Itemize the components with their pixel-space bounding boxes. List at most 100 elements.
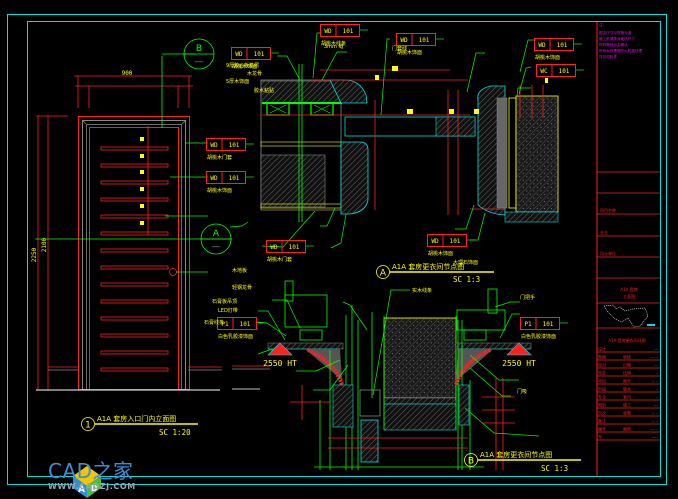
title-block-row: 校对日期--- <box>598 362 659 368</box>
material-number: 101 <box>289 244 300 251</box>
svg-text:图别: 图别 <box>598 402 606 408</box>
title-block-row: 制图审核--- -- <box>598 354 659 360</box>
section-marker-a[interactable]: A — <box>200 223 232 255</box>
view-title-1: 1 A1A 套房入口门内立面图 SC 1:20 <box>81 414 198 437</box>
material-code: WD <box>210 142 218 149</box>
material-tag[interactable]: WD 101 胡桃木门套 <box>266 240 315 263</box>
material-note: 胡桃木饰面 <box>397 49 422 56</box>
svg-text:审核: 审核 <box>623 354 631 360</box>
view-title-b: B A1A 套房更衣间节点图 SC 1:3 <box>464 450 581 473</box>
door-louver <box>100 146 169 151</box>
title-block-row: 阶段版本-- <box>598 386 659 392</box>
notes-title: 注： <box>599 22 606 27</box>
title-block-row: 编号图纸--- -- <box>598 426 659 432</box>
svg-text:编号: 编号 <box>598 426 606 432</box>
tb-sheet-title: A1A 套房更衣间详图 <box>608 337 645 343</box>
svg-text:图号: 图号 <box>623 378 631 384</box>
material-tag[interactable]: WD 101 胡桃木线条 <box>320 24 369 47</box>
door-louver <box>100 180 169 185</box>
annotation-text: 石膏板吊顶 <box>212 298 237 305</box>
svg-text:--: -- <box>655 396 658 400</box>
overall-height-dim: 2250 <box>31 247 38 262</box>
svg-text:A1A 套房更衣间节点图: A1A 套房更衣间节点图 <box>480 450 552 459</box>
door-louver <box>100 316 169 321</box>
annotation-text: 5厚木饰面 <box>226 78 249 85</box>
title-block-row: 号----- <box>598 434 659 440</box>
material-note: 胡桃木线条 <box>321 40 346 47</box>
section-marker-b[interactable]: B — <box>183 38 215 70</box>
svg-text:D: D <box>91 484 98 493</box>
svg-text:1: 1 <box>85 421 91 431</box>
svg-text:设计: 设计 <box>598 346 606 352</box>
material-code: WD <box>324 28 332 35</box>
material-number: 101 <box>254 51 265 58</box>
svg-text:B: B <box>468 457 474 467</box>
annotation-text: 门套线 <box>392 45 407 52</box>
material-code: WD <box>400 37 408 44</box>
material-code: P1 <box>524 321 532 328</box>
svg-text:版本: 版本 <box>623 386 631 392</box>
door-louver <box>100 282 169 287</box>
svg-text:-- --: -- -- <box>652 380 659 384</box>
tb-designer: 设计单位 <box>600 250 616 256</box>
annotation-text: 木龙骨 <box>247 70 262 77</box>
material-note: 胡桃木饰面 <box>232 63 257 70</box>
svg-text:SC 1:20: SC 1:20 <box>159 428 191 437</box>
material-code: WD <box>270 244 278 251</box>
annotation-text: 9厚胶合板基层 <box>226 62 259 69</box>
view-title-a: A A1A 套房更衣间节点图 SC 1:3 <box>376 262 494 284</box>
tb-drawing-sub: 立面图 <box>623 293 635 299</box>
annotation-text: 门吸 <box>517 388 527 395</box>
tb-drawing-name: A1A 套房 <box>620 286 637 292</box>
svg-text:SC 1:3: SC 1:3 <box>541 464 568 473</box>
svg-text:A1A 套房更衣间节点图: A1A 套房更衣间节点图 <box>392 262 464 271</box>
door-louver <box>100 214 169 219</box>
annotation-text: 石膏线条 <box>204 319 224 326</box>
watermark-brand: CAD之家 <box>48 459 134 483</box>
material-code: WD <box>235 51 243 58</box>
elevation-right-label: 2550 HT <box>502 359 536 368</box>
svg-text:室内: 室内 <box>623 394 631 400</box>
svg-text:----: ---- <box>653 404 659 408</box>
material-note: 胡桃木饰面 <box>428 250 453 257</box>
door-louver <box>100 299 169 304</box>
svg-text:--- --: --- -- <box>651 428 659 432</box>
door-louver <box>100 350 169 355</box>
door-louver <box>100 333 169 338</box>
svg-text:--: -- <box>655 388 658 392</box>
door-height-dim: 2100 <box>41 237 48 252</box>
note-line: 材料需经业主确认 <box>599 42 628 47</box>
svg-text:页次: 页次 <box>598 410 606 416</box>
material-note: 白色乳胶漆饰面 <box>218 333 253 340</box>
detail-a-section <box>229 32 559 249</box>
door-louver <box>100 197 169 202</box>
material-tag[interactable]: WD 101 胡桃木饰面 <box>231 47 280 70</box>
tb-client: 业主 <box>600 229 608 235</box>
material-number: 101 <box>450 238 461 245</box>
material-number: 101 <box>229 142 240 149</box>
title-block-row: 专业 室内 -- <box>598 394 659 400</box>
svg-text:项目: 项目 <box>598 378 606 384</box>
svg-text:A: A <box>380 269 387 279</box>
annotation-text: 胶水粘贴 <box>254 87 274 94</box>
svg-text:制图: 制图 <box>598 354 606 360</box>
svg-text:A1A 套房入口门内立面图: A1A 套房入口门内立面图 <box>97 414 176 423</box>
material-note: 胡桃木门套 <box>267 256 292 263</box>
material-number: 101 <box>343 28 354 35</box>
note-line: 所有木作需做防火防腐处理 <box>599 48 643 53</box>
annotation-text: 实木线条 <box>412 287 432 294</box>
watermark-url[interactable]: WWW.CADZJ.COM <box>48 482 136 491</box>
svg-text:B: B <box>196 44 202 54</box>
material-code: WD <box>210 175 218 182</box>
svg-text:专业: 专业 <box>598 394 606 400</box>
door-louver <box>100 231 169 236</box>
